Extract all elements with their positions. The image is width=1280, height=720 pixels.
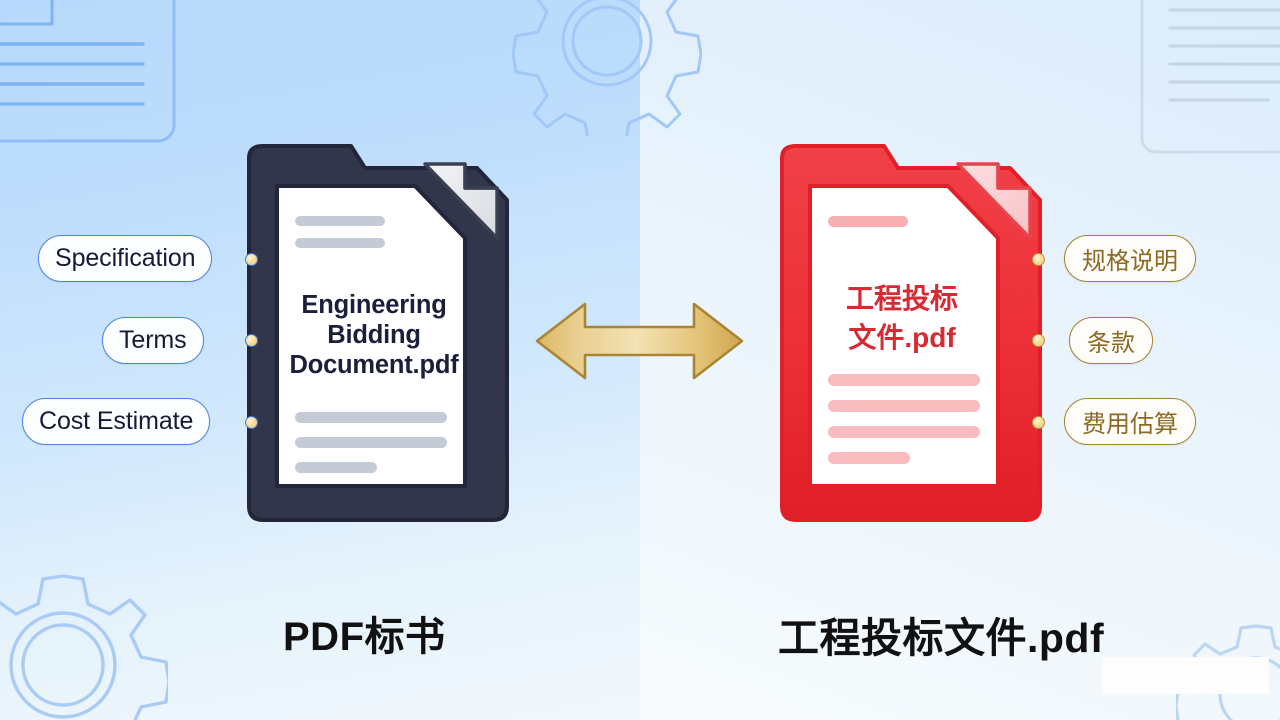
double-headed-arrow-icon bbox=[533, 296, 746, 391]
tag-label: Terms bbox=[119, 326, 187, 354]
connector-dot-left-3 bbox=[245, 416, 258, 429]
tag-feiyong-gusuan[interactable]: 费用估算 bbox=[1064, 398, 1196, 445]
tag-label: Specification bbox=[55, 244, 196, 272]
left-caption: PDF标书 bbox=[283, 615, 446, 659]
connector-dot-left-1 bbox=[245, 253, 258, 266]
tag-label: 条款 bbox=[1087, 330, 1135, 357]
right-document-filename: 工程投标 文件.pdf bbox=[845, 283, 958, 353]
connector-dot-right-1 bbox=[1032, 253, 1045, 266]
right-document-icon[interactable]: 工程投标 文件.pdf bbox=[772, 142, 1046, 524]
left-document-icon[interactable]: Engineering Bidding Document.pdf bbox=[239, 142, 513, 524]
connector-dot-left-2 bbox=[245, 334, 258, 347]
tag-cost-estimate[interactable]: Cost Estimate bbox=[22, 398, 211, 445]
tag-terms[interactable]: Terms bbox=[102, 317, 204, 364]
tag-label: 费用估算 bbox=[1082, 411, 1178, 438]
left-document-filename: Engineering Bidding Document.pdf bbox=[289, 291, 459, 380]
tag-tiaokuan[interactable]: 条款 bbox=[1069, 317, 1153, 364]
connector-dot-right-2 bbox=[1032, 334, 1045, 347]
tag-guige-shuoming[interactable]: 规格说明 bbox=[1064, 235, 1196, 282]
blank-overlay-box bbox=[1102, 657, 1269, 694]
connector-dot-right-3 bbox=[1032, 416, 1045, 429]
tag-specification[interactable]: Specification bbox=[38, 235, 213, 282]
tag-label: Cost Estimate bbox=[39, 407, 194, 435]
tag-label: 规格说明 bbox=[1082, 248, 1178, 275]
right-caption: 工程投标文件.pdf bbox=[778, 615, 1105, 661]
